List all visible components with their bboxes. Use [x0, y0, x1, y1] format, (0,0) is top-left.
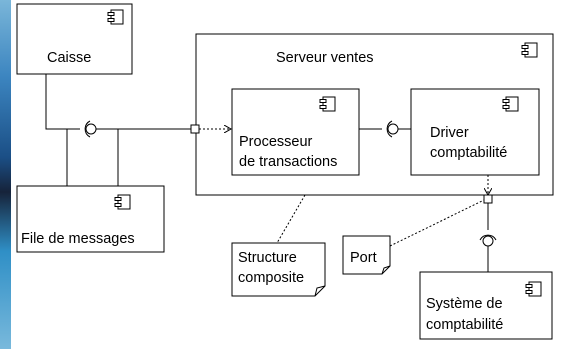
driver-label-line2: comptabilité	[430, 145, 507, 161]
note-anchor-port	[389, 199, 485, 247]
note-structure-line1: Structure	[238, 250, 297, 266]
note-anchor-structure	[276, 194, 306, 244]
connector-caisse-interface	[45, 74, 191, 186]
component-caisse[interactable]: Caisse	[16, 3, 133, 75]
note-port: Port	[342, 235, 391, 275]
required-interface-socket	[84, 120, 91, 138]
processeur-label-line1: Processeur	[239, 134, 313, 150]
driver-label-line1: Driver	[430, 125, 469, 141]
component-processeur-transactions[interactable]: Processeur de transactions	[231, 88, 360, 176]
component-systeme-comptabilite[interactable]: Système de comptabilité	[419, 271, 553, 340]
processeur-label-line2: de transactions	[239, 154, 337, 170]
note-structure-line2: composite	[238, 270, 304, 286]
note-structure-composite: Structure composite	[231, 242, 326, 297]
provided-interface-lollipop	[85, 123, 97, 135]
note-port-text: Port	[350, 250, 377, 266]
port-comptabilite[interactable]	[483, 194, 493, 204]
connector-port-systeme	[479, 203, 497, 272]
systeme-label-line2: comptabilité	[426, 317, 503, 333]
file-de-messages-label: File de messages	[21, 231, 135, 247]
assembly-connector-processeur-driver	[359, 120, 411, 138]
window-edge-decoration	[0, 0, 11, 349]
serveur-ventes-label: Serveur ventes	[276, 50, 374, 66]
caisse-label: Caisse	[47, 50, 91, 66]
component-file-de-messages[interactable]: File de messages	[16, 185, 165, 253]
port-serveur-ventes[interactable]	[190, 124, 200, 134]
systeme-label-line1: Système de	[426, 296, 503, 312]
component-driver-comptabilite[interactable]: Driver comptabilité	[410, 88, 540, 176]
